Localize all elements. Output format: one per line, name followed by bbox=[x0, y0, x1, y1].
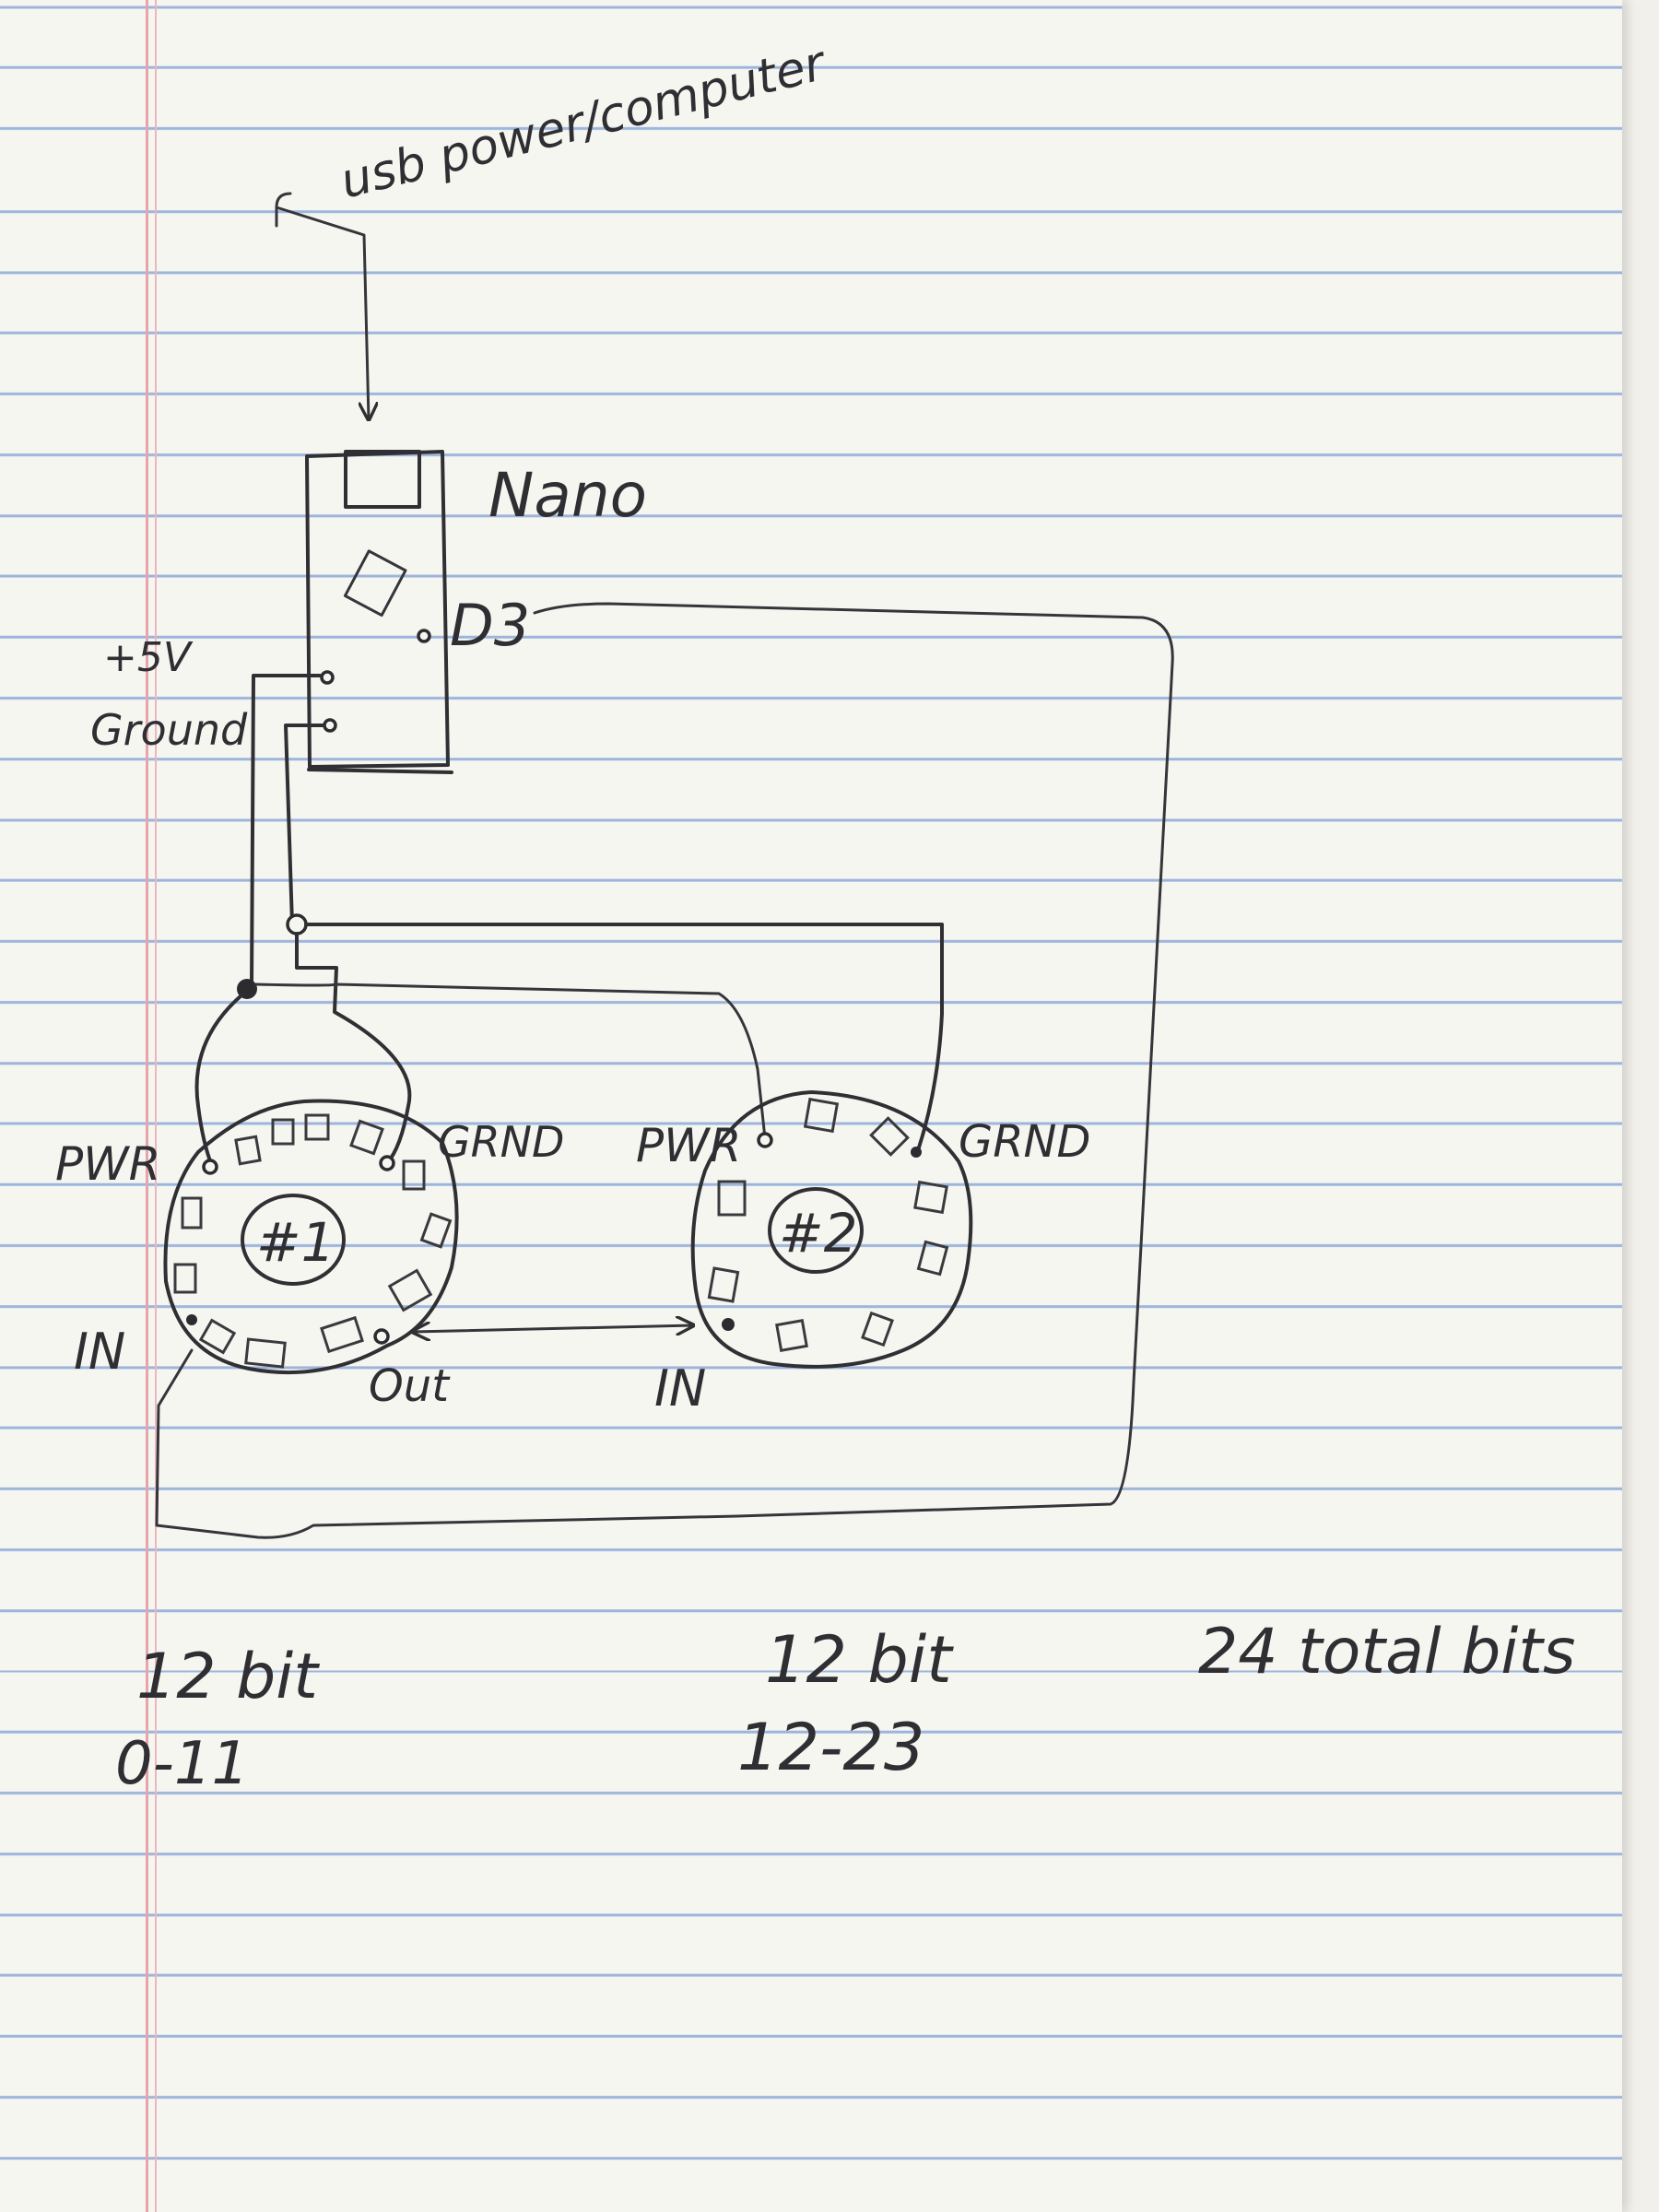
led-ring-1 bbox=[163, 1099, 459, 1375]
notebook-paper bbox=[0, 0, 1622, 2212]
ring2-in-label: IN bbox=[654, 1359, 706, 1418]
plus5v-wire bbox=[250, 674, 322, 988]
ground-junction bbox=[286, 913, 308, 935]
ring2-bit-count: 12 bit bbox=[765, 1622, 954, 1698]
led-ring-2 bbox=[690, 1090, 973, 1369]
ring1-grnd-label: GRND bbox=[438, 1117, 564, 1167]
chip-icon bbox=[343, 549, 407, 618]
d3-data-wire bbox=[155, 602, 1174, 1539]
ring2-pwr-label: PWR bbox=[636, 1119, 741, 1172]
ring1-pwr-label: PWR bbox=[55, 1137, 160, 1191]
ring1-out-label: Out bbox=[369, 1360, 451, 1412]
out-to-in-link bbox=[413, 1325, 693, 1332]
margin-line-secondary bbox=[155, 0, 157, 2212]
ring1-id: #1 bbox=[256, 1211, 335, 1274]
ground-wire bbox=[284, 724, 324, 926]
margin-line bbox=[146, 0, 148, 2212]
ground-label: Ground bbox=[90, 705, 248, 755]
usb-port-icon bbox=[344, 450, 421, 509]
ring2-power-wire bbox=[254, 982, 767, 1140]
nano-label: Nano bbox=[488, 460, 647, 531]
ground-bus-wire bbox=[304, 923, 944, 1149]
plus5v-label: +5V bbox=[103, 634, 194, 681]
total-bits-note: 24 total bits bbox=[1198, 1616, 1575, 1688]
ring1-ground-wire bbox=[295, 932, 412, 1165]
ring2-id: #2 bbox=[779, 1202, 858, 1265]
plus5v-pin bbox=[320, 670, 335, 685]
ring1-bit-count: 12 bit bbox=[136, 1641, 320, 1713]
usb-arrow bbox=[275, 192, 369, 419]
d3-label: D3 bbox=[450, 592, 530, 659]
ring2-bit-range: 12-23 bbox=[737, 1710, 924, 1785]
ring1-bit-range: 0-11 bbox=[115, 1730, 249, 1798]
nano-board bbox=[305, 450, 453, 774]
ring2-grnd-label: GRND bbox=[959, 1116, 1090, 1168]
usb-label: usb power/computer bbox=[335, 35, 834, 209]
d3-pin bbox=[417, 629, 431, 643]
ground-pin bbox=[323, 718, 337, 733]
ring1-power-wire bbox=[194, 994, 243, 1168]
ring1-in-label: IN bbox=[74, 1323, 125, 1381]
